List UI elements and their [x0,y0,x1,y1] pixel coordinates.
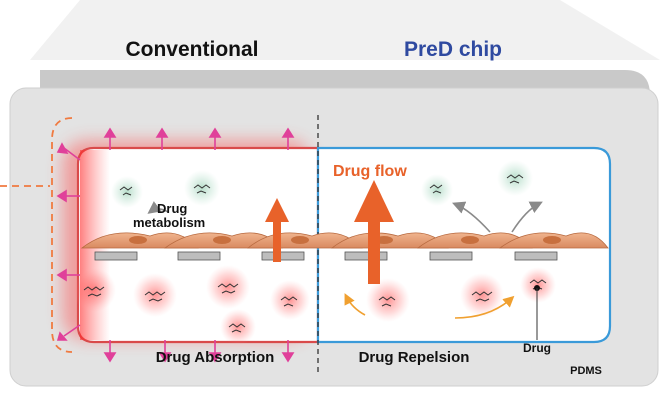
drug-molecules [72,160,556,345]
drug-label: Drug [523,341,551,355]
drug-flow-label: Drug flow [333,163,407,180]
drug-absorption-label: Drug Absorption [156,349,275,366]
drug-pointer [534,285,540,340]
absorption-arrows [56,127,295,363]
outlet-bracket [0,117,73,353]
membrane [94,251,558,261]
drug-metabolism-label-2: metabolism [133,215,205,230]
drug-flow-arrows [265,180,394,284]
drug-metabolism-label-1: Drug [157,201,187,216]
recirculation-arrows [344,293,515,319]
pdms-label: PDMS [570,365,602,377]
metabolism-arrows [147,201,543,233]
conventional-title: Conventional [125,38,258,61]
pred-chip-title: PreD chip [404,38,502,61]
cell-layer [80,232,609,249]
drug-repelsion-label: Drug Repelsion [359,349,470,366]
